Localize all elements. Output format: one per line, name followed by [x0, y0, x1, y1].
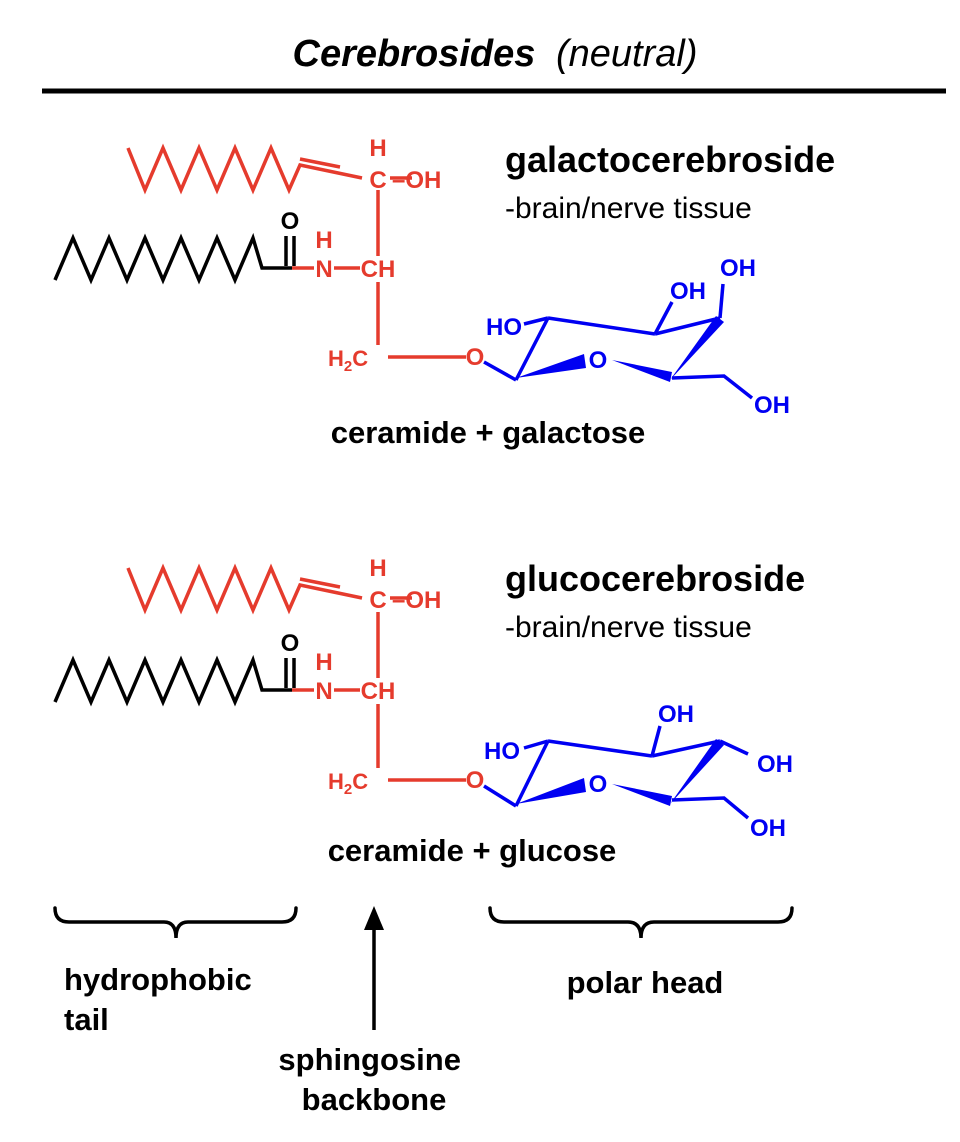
- glycosidic-oxygen: O: [466, 344, 485, 371]
- ring-bond-2: [547, 316, 656, 336]
- tail-brace: [53, 906, 298, 939]
- molecule-galactocerebroside: O H C –OH H N CH H2C O O HO OH OH OH gal…: [53, 135, 835, 450]
- ring-wedge-3: [670, 316, 724, 380]
- ch2oh-bond: [671, 374, 754, 400]
- amide-hydrogen: H: [315, 227, 332, 254]
- hydroxyl-a: OH: [670, 278, 706, 305]
- ring-oxygen: O: [589, 347, 608, 374]
- composition-label: ceramide + glucose: [328, 833, 617, 868]
- o-anomeric-bond: [483, 360, 517, 382]
- backbone-arrow-head: [364, 906, 384, 930]
- amide-hydrogen: H: [315, 649, 332, 676]
- glycosidic-oxygen: O: [466, 767, 485, 794]
- ring-bond-3: [651, 739, 721, 758]
- ho-bond: [523, 316, 549, 326]
- oh-a-bond: [653, 301, 674, 335]
- sphingosine-chain: [126, 563, 363, 615]
- hydroxyl-ho: HO: [486, 314, 522, 341]
- hydroxyl-a: OH: [658, 701, 694, 728]
- ring-bond-3: [654, 316, 721, 336]
- hydroxyl-c: OH: [754, 392, 790, 419]
- double-bond-line: [299, 577, 341, 589]
- hydroxyl-b: OH: [720, 255, 756, 282]
- carbonyl-oxygen: O: [281, 208, 300, 235]
- ring-wedge-2: [612, 360, 672, 382]
- carbon-top: C: [369, 167, 386, 194]
- fatty-acid-chain: [53, 232, 292, 285]
- backbone-label: sphingosine backbone: [278, 1042, 469, 1117]
- ring-bond-2: [547, 739, 653, 758]
- head-brace: [488, 906, 794, 939]
- ring-bond-1: [514, 740, 550, 807]
- ring-wedge-1: [516, 354, 586, 378]
- molecule-name: galactocerebroside: [505, 139, 835, 180]
- ch-group: CH: [361, 256, 396, 283]
- double-bond-line: [299, 157, 341, 169]
- tissue-note: -brain/nerve tissue: [505, 611, 752, 644]
- amide-nitrogen: N: [315, 256, 332, 283]
- hydroxyl-ho: HO: [484, 738, 520, 765]
- oh-a-bond: [650, 725, 662, 757]
- carbonyl-oxygen: O: [281, 630, 300, 657]
- carbon-top: C: [369, 587, 386, 614]
- ring-wedge-3: [670, 739, 724, 804]
- oh-b-bond: [718, 283, 725, 319]
- molecule-glucocerebroside: O H C –OH H N CH H2C O O HO OH OH OH glu…: [53, 555, 805, 868]
- hydrogen-top: H: [369, 555, 386, 582]
- hydrogen-top: H: [369, 135, 386, 162]
- fatty-acid-chain: [53, 654, 292, 707]
- o-anomeric-bond: [483, 784, 517, 808]
- tail-label: hydrophobic tail: [64, 962, 260, 1037]
- ring-wedge-1: [516, 778, 586, 804]
- composition-label: ceramide + galactose: [331, 415, 645, 450]
- ch2oh-bond: [671, 796, 750, 820]
- oh-b-bond: [719, 739, 749, 756]
- title: Cerebrosides (neutral): [293, 33, 698, 75]
- ch-group: CH: [361, 678, 396, 705]
- ch2-group: H2C: [328, 769, 368, 798]
- molecule-name: glucocerebroside: [505, 558, 805, 599]
- ch2-group: H2C: [328, 346, 368, 375]
- title-main: Cerebrosides: [293, 33, 536, 75]
- ho-bond: [523, 739, 549, 750]
- sphingosine-chain: [126, 143, 363, 195]
- tissue-note: -brain/nerve tissue: [505, 192, 752, 225]
- hydroxyl-top: –OH: [392, 587, 441, 614]
- hydroxyl-b: OH: [757, 751, 793, 778]
- amide-nitrogen: N: [315, 678, 332, 705]
- hydroxyl-top: –OH: [392, 167, 441, 194]
- title-qualifier: (neutral): [556, 33, 698, 75]
- head-label: polar head: [567, 965, 724, 1000]
- ring-wedge-2: [612, 784, 672, 806]
- ring-bond-1: [514, 317, 550, 381]
- hydroxyl-c: OH: [750, 815, 786, 842]
- ring-oxygen: O: [589, 771, 608, 798]
